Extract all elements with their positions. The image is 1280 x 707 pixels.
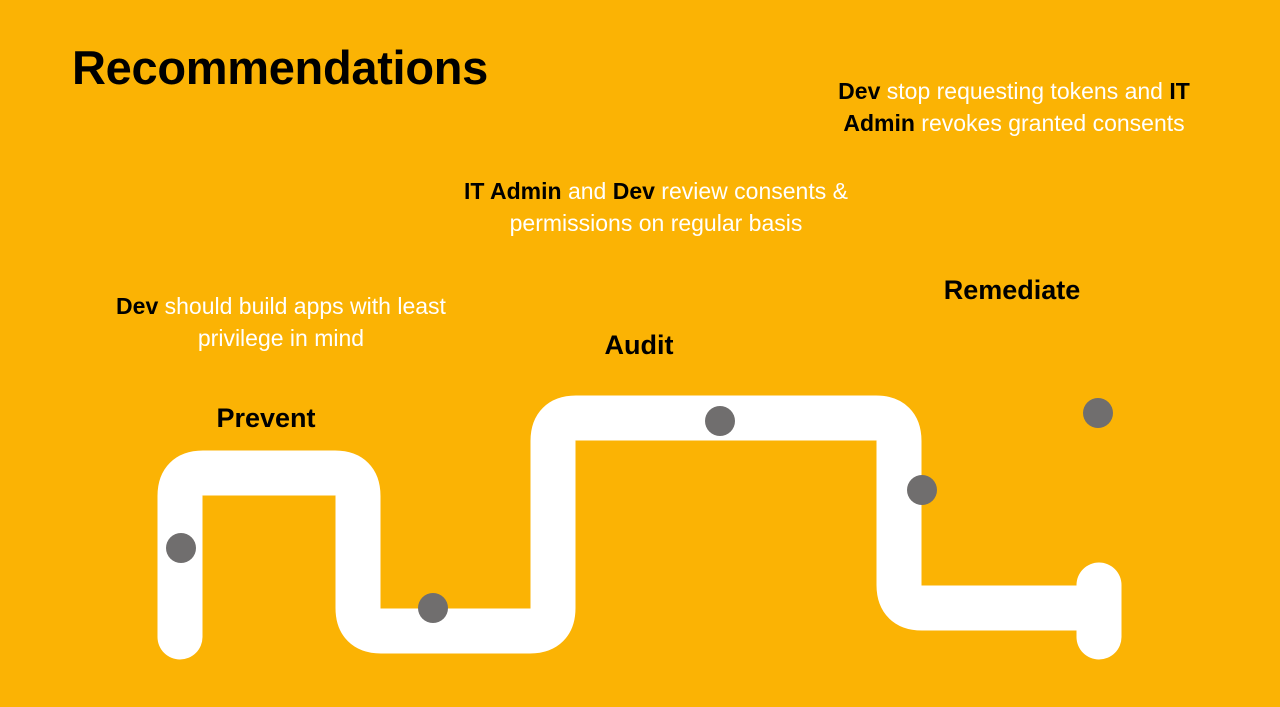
stage-description-remediate: Dev stop requesting tokens and IT Admin …: [814, 75, 1214, 139]
page-title: Recommendations: [72, 41, 488, 94]
staircase-path: [157, 395, 1122, 660]
milestone-dot-2: [418, 593, 448, 623]
emphasized-term: Dev: [116, 293, 159, 319]
emphasized-term: IT Admin: [843, 78, 1190, 136]
milestone-dot-3: [705, 406, 735, 436]
stage-label-prevent: Prevent: [216, 403, 316, 433]
stage-description-prevent: Dev should build apps with least privile…: [81, 290, 481, 354]
emphasized-term: Dev: [612, 178, 655, 204]
milestone-dot-1: [166, 533, 196, 563]
stage-label-audit: Audit: [604, 330, 674, 360]
description-text: review consents & permissions on regular…: [509, 178, 848, 236]
stage-description-audit: IT Admin and Dev review consents & permi…: [456, 175, 856, 239]
description-text: revokes granted consents: [914, 110, 1185, 136]
milestone-dot-5: [1083, 398, 1113, 428]
description-text: should build apps with least privilege i…: [158, 293, 446, 351]
milestone-dots: [166, 398, 1113, 623]
description-text: and: [561, 178, 613, 204]
emphasized-term: IT Admin: [464, 178, 562, 204]
description-text: stop requesting tokens and: [880, 78, 1170, 104]
emphasized-term: Dev: [838, 78, 881, 104]
stage-label-remediate: Remediate: [943, 275, 1081, 305]
milestone-dot-4: [907, 475, 937, 505]
